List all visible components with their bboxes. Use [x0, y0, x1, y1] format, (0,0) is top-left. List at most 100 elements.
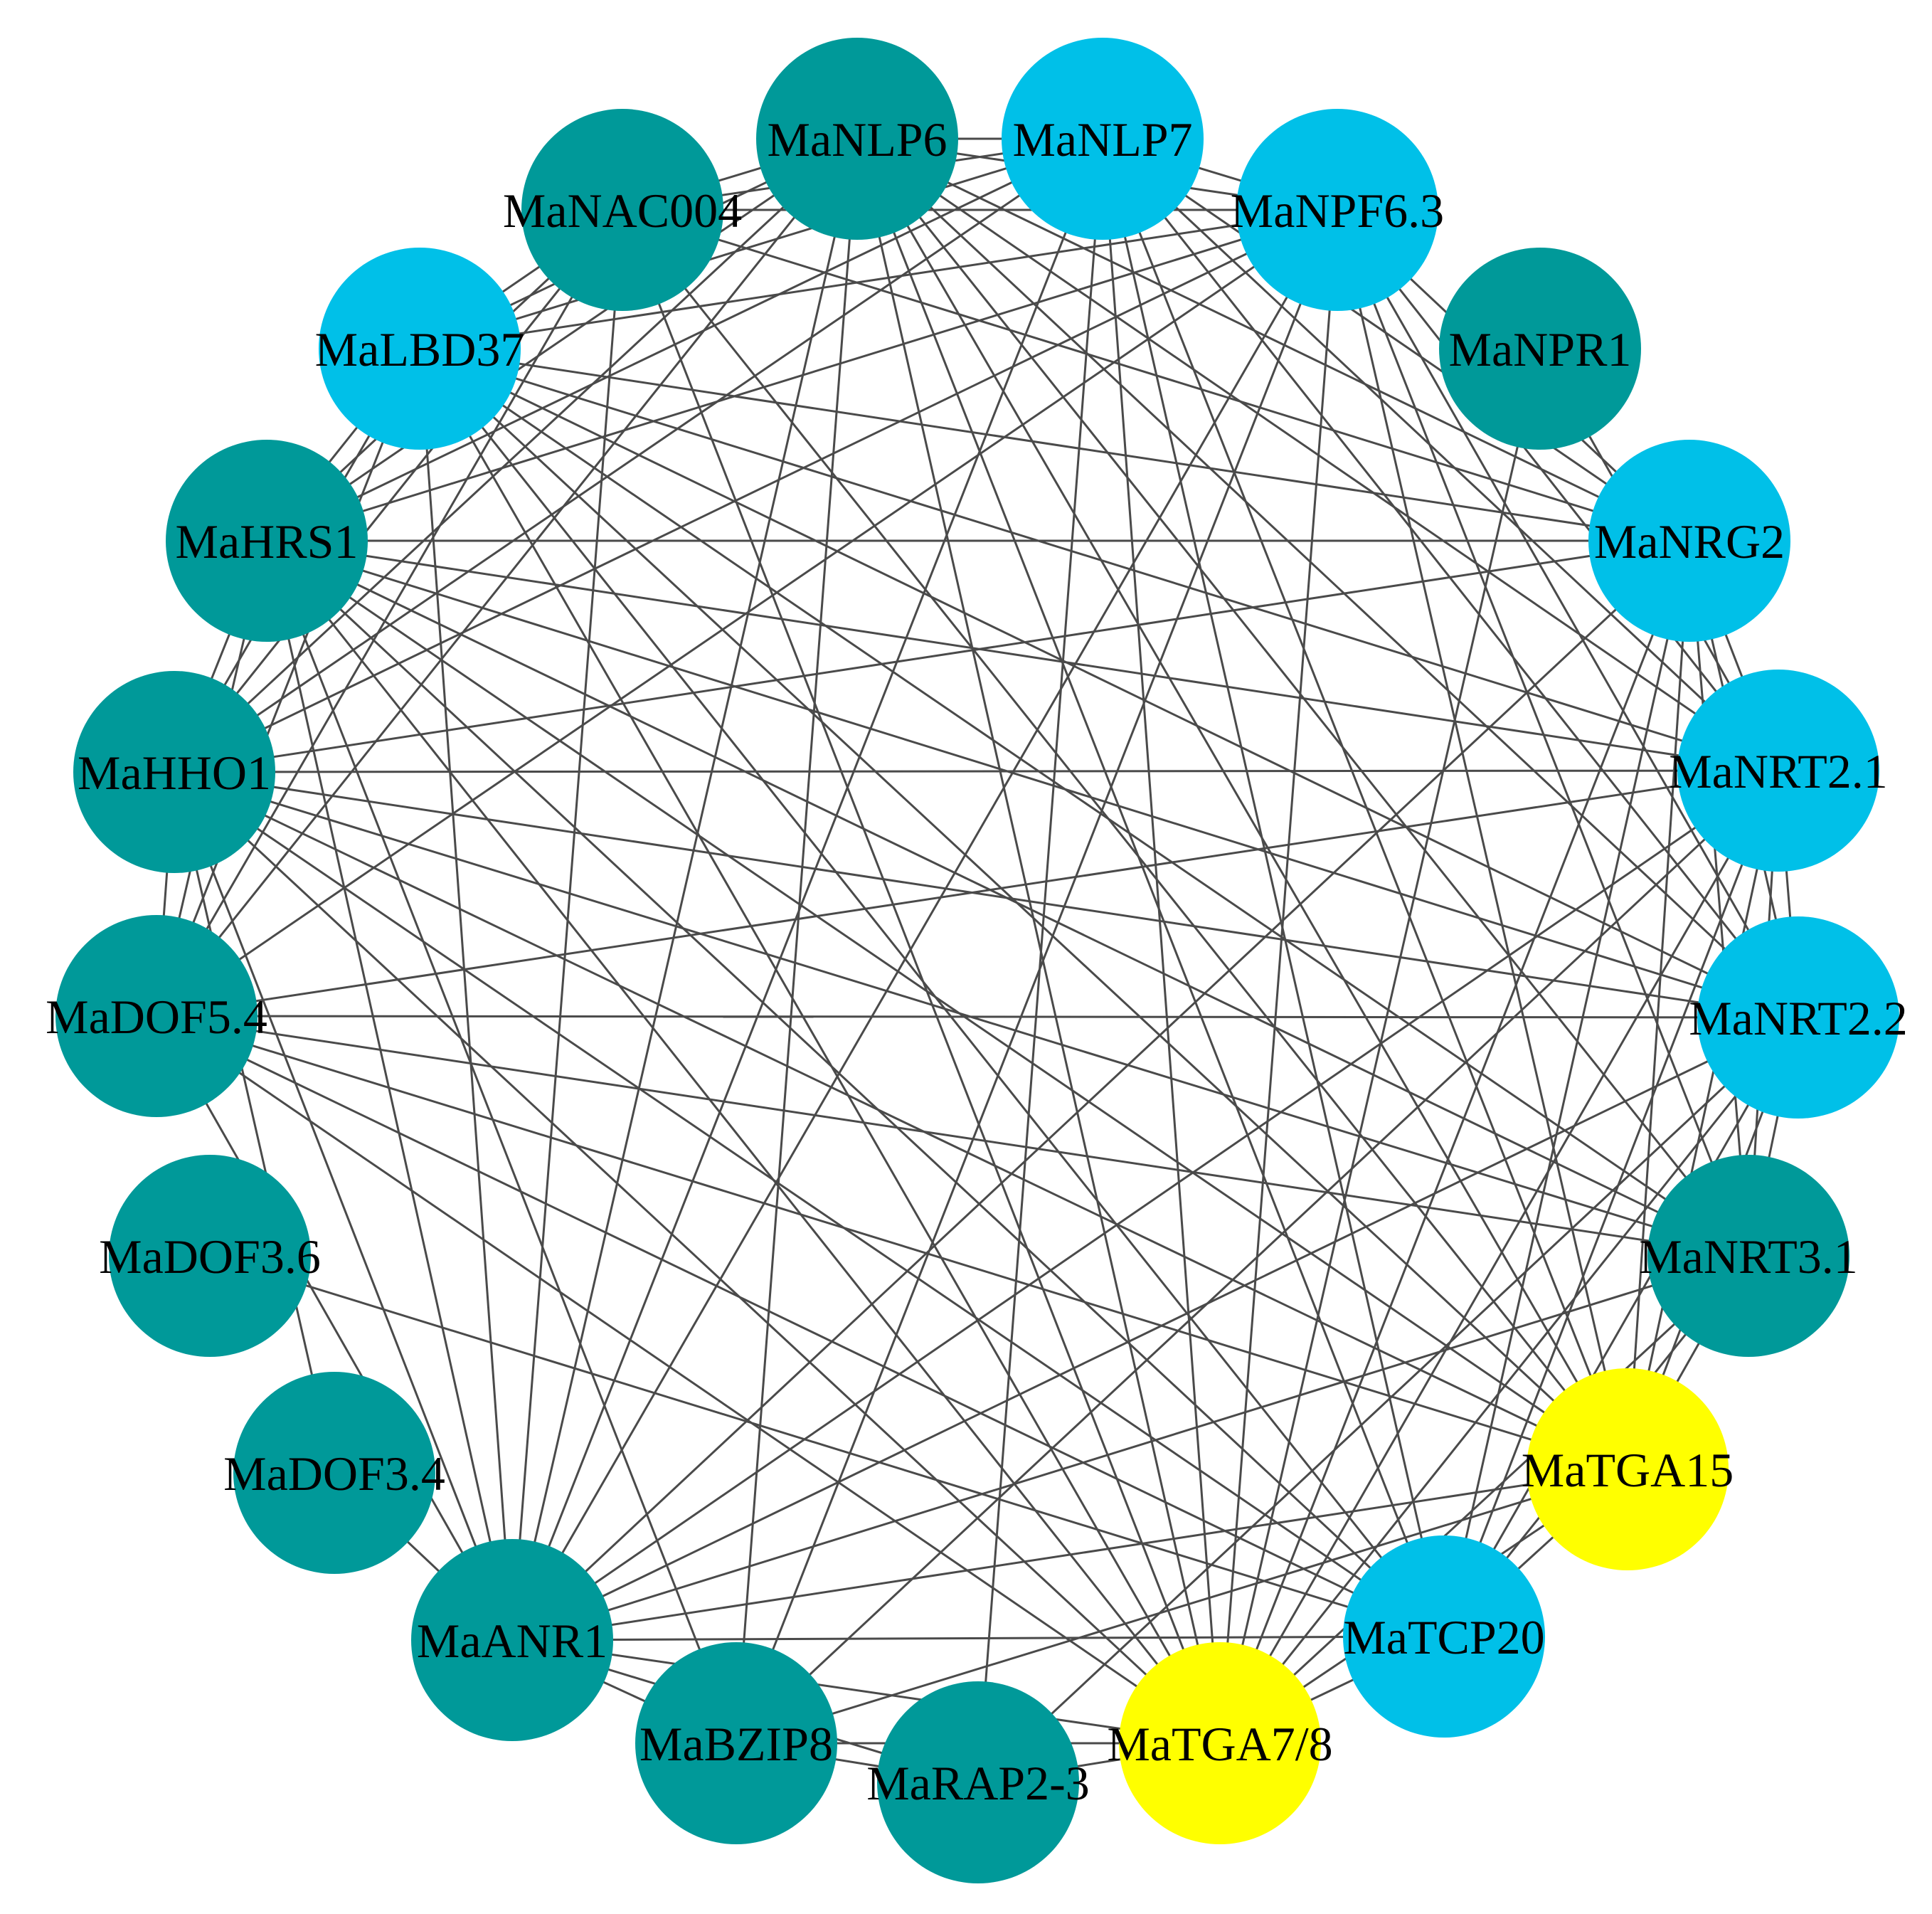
- node-MaNLP7: MaNLP7: [1002, 38, 1204, 240]
- node-label: MaTGA15: [1522, 1443, 1734, 1497]
- node-MaTGA15: MaTGA15: [1522, 1368, 1734, 1570]
- node-MaRAP2-3: MaRAP2-3: [866, 1681, 1090, 1883]
- edge-MaANR1-MaDOF5.4: [155, 1015, 514, 1641]
- edge-MaNPF6.3-MaHRS1: [266, 208, 1338, 542]
- edge-MaDOF5.4-MaLBD37: [155, 348, 421, 1017]
- edge-MaNRT2.2-MaTCP20: [1443, 1017, 1800, 1637]
- edge-MaNRT2.1-MaLBD37: [419, 347, 1779, 772]
- edge-MaANR1-MaHRS1: [265, 540, 514, 1641]
- edge-MaNRT2.2-MaRAP2-3: [977, 1016, 1800, 1784]
- node-circle: [1588, 440, 1790, 642]
- node-MaNRT2.1: MaNRT2.1: [1669, 670, 1888, 872]
- edge-MaHHO1-MaNAC004: [173, 209, 624, 773]
- edge-MaNRT2.2-MaANR1: [511, 1016, 1799, 1641]
- node-label: MaHRS1: [176, 514, 359, 569]
- node-label: MaRAP2-3: [866, 1756, 1090, 1810]
- node-MaANR1: MaANR1: [411, 1539, 613, 1741]
- node-circle: [233, 1372, 435, 1574]
- edge-MaNRT2.1-MaTCP20: [1443, 770, 1780, 1637]
- edge-MaNLP6-MaHRS1: [266, 137, 858, 542]
- edge-MaTCP20-MaHHO1: [174, 771, 1445, 1638]
- node-label: MaDOF3.6: [99, 1230, 321, 1284]
- node-circle: [319, 248, 521, 450]
- node-circle: [1002, 38, 1204, 240]
- edge-MaTGA7/8-MaHHO1: [173, 771, 1221, 1745]
- node-circle: [1527, 1368, 1729, 1570]
- edge-MaTGA15-MaNAC004: [621, 209, 1629, 1470]
- edge-MaNPF6.3-MaANR1: [511, 209, 1339, 1641]
- edge-MaNRG2-MaNAC004: [622, 208, 1690, 542]
- node-label: MaNLP7: [1012, 112, 1192, 166]
- node-circle: [756, 38, 958, 240]
- node-circle: [635, 1642, 837, 1844]
- edge-MaNLP7-MaLBD37: [419, 137, 1103, 350]
- node-circle: [55, 915, 258, 1117]
- edge-MaNLP6-MaTGA15: [856, 138, 1629, 1470]
- edge-MaNRT2.1-MaDOF5.4: [156, 769, 1779, 1017]
- node-circle: [1343, 1535, 1545, 1738]
- node-MaNLP6: MaNLP6: [756, 38, 958, 240]
- node-MaNAC004: MaNAC004: [503, 109, 742, 311]
- node-label: MaNRG2: [1594, 514, 1785, 569]
- edge-MaNRT3.1-MaHRS1: [266, 539, 1749, 1257]
- edge-MaNRT3.1-MaLBD37: [419, 347, 1749, 1257]
- node-circle: [73, 671, 275, 873]
- edge-MaNLP7-MaTGA15: [1101, 138, 1629, 1470]
- node-label: MaHHO1: [78, 746, 271, 800]
- edge-MaNLP6-MaNRT2.2: [856, 137, 1800, 1019]
- edge-MaNLP6-MaBZIP8: [735, 138, 859, 1744]
- edge-MaNLP7-MaNRT2.1: [1101, 137, 1780, 772]
- node-label: MaNAC004: [503, 184, 742, 238]
- edge-MaNRT2.2-MaTGA7/8: [1219, 1017, 1800, 1744]
- node-label: MaDOF3.4: [223, 1447, 445, 1501]
- edge-MaDOF5.4-MaNAC004: [155, 209, 624, 1017]
- node-MaNPR1: MaNPR1: [1439, 248, 1641, 450]
- node-label: MaTGA7/8: [1107, 1717, 1332, 1771]
- node-MaDOF5.4: MaDOF5.4: [46, 915, 267, 1117]
- edge-MaTGA15-MaDOF5.4: [156, 1015, 1628, 1471]
- edge-MaNRT3.1-MaDOF5.4: [156, 1015, 1749, 1257]
- edge-MaNRT2.1-MaANR1: [511, 769, 1779, 1641]
- edge-MaNPF6.3-MaNRT2.1: [1336, 209, 1780, 771]
- node-circle: [1647, 1155, 1849, 1357]
- node-MaNRG2: MaNRG2: [1588, 440, 1790, 642]
- node-circle: [109, 1155, 311, 1357]
- node-MaNPF6.3: MaNPF6.3: [1231, 109, 1444, 311]
- node-MaDOF3.4: MaDOF3.4: [223, 1372, 445, 1574]
- node-MaNRT2.2: MaNRT2.2: [1689, 916, 1908, 1119]
- edge-MaTGA7/8-MaNAC004: [621, 209, 1221, 1744]
- edge-MaNLP7-MaRAP2-3: [977, 138, 1104, 1783]
- node-label: MaNRT2.2: [1689, 991, 1908, 1045]
- edge-MaTGA15-MaLBD37: [418, 347, 1629, 1471]
- edge-MaTCP20-MaANR1: [511, 1635, 1445, 1641]
- node-MaLBD37: MaLBD37: [315, 248, 525, 450]
- edge-MaNRT2.2-MaHHO1: [174, 771, 1799, 1019]
- edge-MaNLP6-MaNRG2: [856, 137, 1690, 542]
- node-circle: [1439, 248, 1641, 450]
- node-circle: [1119, 1642, 1321, 1844]
- edge-MaTGA7/8-MaLBD37: [418, 348, 1221, 1744]
- edge-MaTGA15-MaHRS1: [266, 539, 1628, 1471]
- edge-MaTGA7/8-MaANR1: [511, 1639, 1221, 1745]
- edge-MaNLP7-MaANR1: [511, 138, 1104, 1641]
- node-MaHHO1: MaHHO1: [73, 671, 275, 873]
- node-label: MaLBD37: [315, 322, 525, 376]
- edge-MaNLP7-MaTCP20: [1101, 138, 1445, 1637]
- edge-MaNRG2-MaTGA15: [1626, 540, 1691, 1470]
- edge-MaNPR1-MaTGA7/8: [1219, 348, 1541, 1744]
- edge-MaNRG2-MaTCP20: [1443, 540, 1691, 1637]
- edge-MaNRG2-MaANR1: [511, 539, 1691, 1641]
- edge-MaNPF6.3-MaNRT2.2: [1336, 209, 1800, 1018]
- node-label: MaBZIP8: [639, 1717, 833, 1771]
- node-label: MaNPF6.3: [1231, 184, 1444, 238]
- edge-MaTGA7/8-MaHRS1: [265, 540, 1221, 1744]
- node-label: MaDOF5.4: [46, 990, 267, 1044]
- edge-MaNPF6.3-MaBZIP8: [735, 209, 1339, 1744]
- edge-MaNLP7-MaTGA7/8: [1101, 138, 1221, 1744]
- node-label: MaNRT2.1: [1669, 744, 1888, 798]
- edge-MaTGA7/8-MaDOF5.4: [156, 1015, 1221, 1745]
- node-MaTCP20: MaTCP20: [1343, 1535, 1545, 1738]
- edge-MaNRT2.1-MaBZIP8: [735, 769, 1780, 1745]
- edge-MaNPF6.3-MaTGA15: [1336, 209, 1629, 1470]
- edge-MaANR1-MaHHO1: [173, 771, 514, 1641]
